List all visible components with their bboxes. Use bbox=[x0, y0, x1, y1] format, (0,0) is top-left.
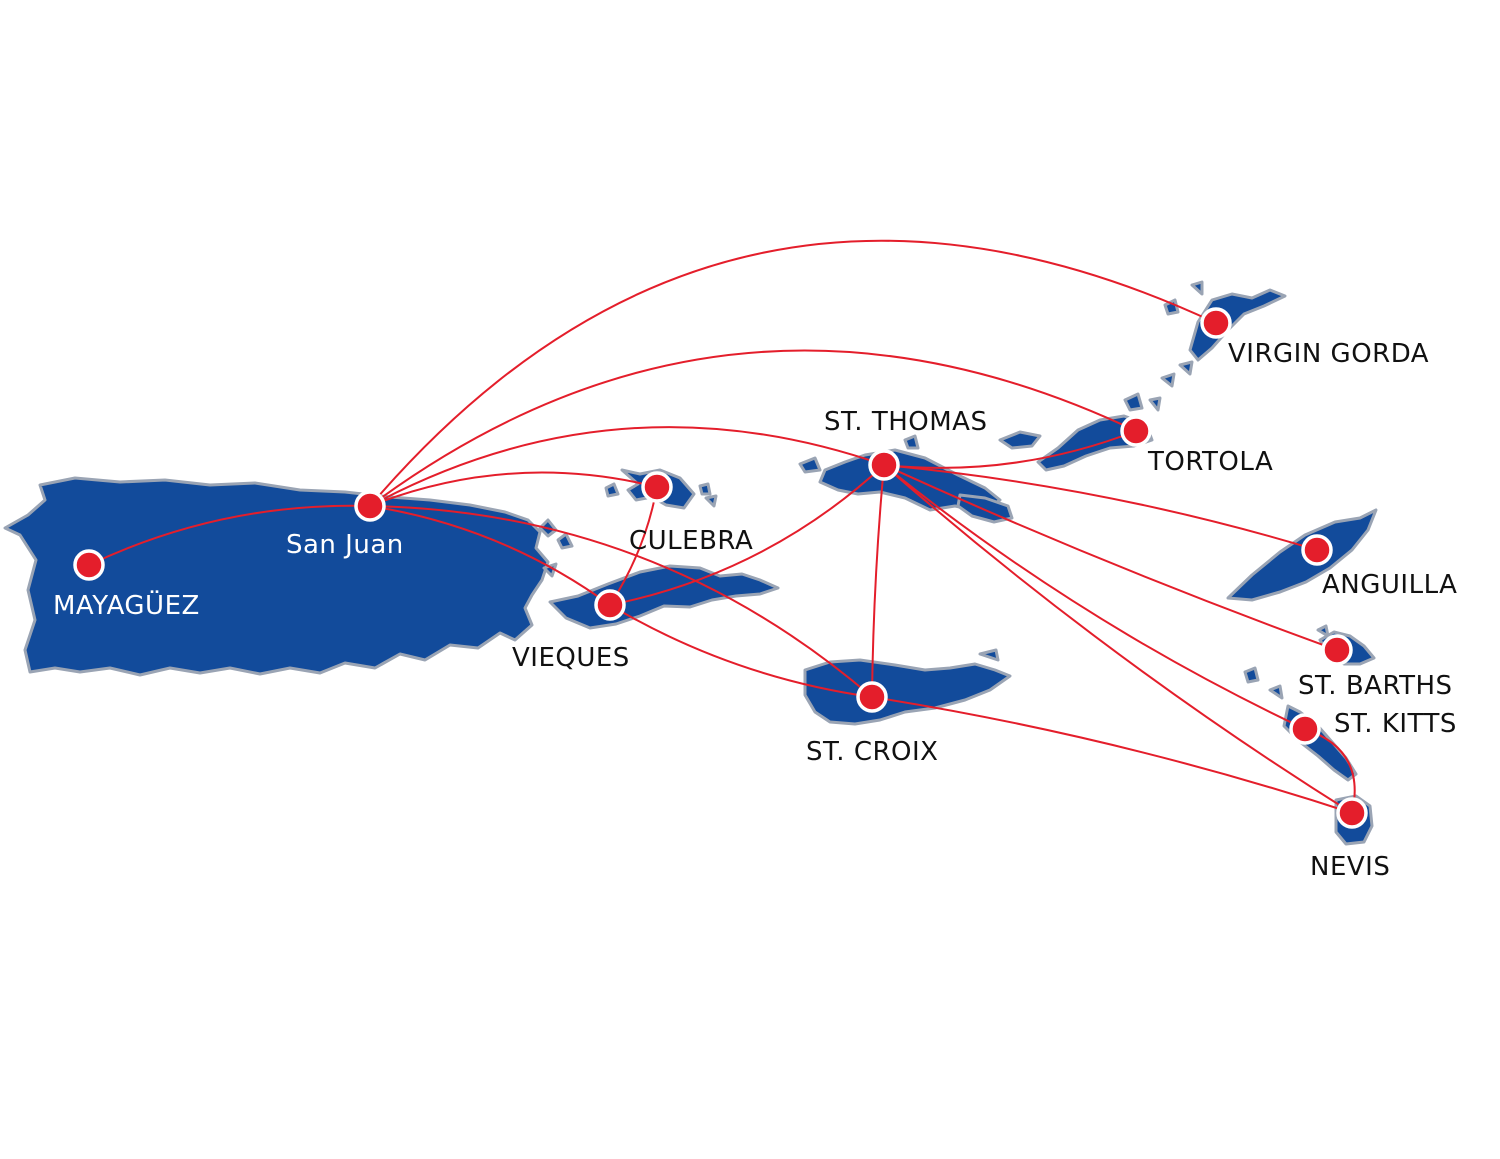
culebra-islet bbox=[698, 482, 712, 496]
marker-mayaguez[interactable] bbox=[73, 549, 105, 581]
virgin-gorda-islet bbox=[1178, 360, 1194, 376]
route-lines bbox=[88, 239, 1356, 814]
st-thomas-islet bbox=[798, 456, 822, 474]
culebra-islet bbox=[704, 494, 718, 508]
virgin-gorda-islet bbox=[1190, 280, 1204, 296]
marker-san-juan[interactable] bbox=[354, 490, 386, 522]
marker-st-thomas[interactable] bbox=[868, 449, 900, 481]
marker-nevis[interactable] bbox=[1336, 797, 1368, 829]
route-line-san-juan-tortola bbox=[369, 349, 1137, 507]
label-virgin-gorda: VIRGIN GORDA bbox=[1228, 339, 1429, 369]
marker-culebra[interactable] bbox=[641, 471, 673, 503]
route-line-st-thomas-nevis bbox=[883, 464, 1353, 814]
st-croix-island bbox=[803, 658, 1012, 726]
route-line-mayaguez-san-juan bbox=[88, 504, 371, 566]
route-line-san-juan-culebra bbox=[369, 471, 658, 507]
route-line-san-juan-vieques bbox=[369, 505, 611, 606]
label-st-thomas: ST. THOMAS bbox=[824, 407, 987, 437]
label-san-juan: San Juan bbox=[286, 530, 404, 560]
marker-virgin-gorda[interactable] bbox=[1200, 307, 1232, 339]
culebra-islet bbox=[604, 482, 620, 498]
route-line-san-juan-st-thomas bbox=[369, 426, 885, 507]
marker-vieques[interactable] bbox=[594, 589, 626, 621]
route-line-st-thomas-st-kitts bbox=[883, 464, 1306, 730]
st-thomas-islet bbox=[903, 434, 920, 450]
marker-st-croix[interactable] bbox=[856, 681, 888, 713]
marker-anguilla[interactable] bbox=[1301, 534, 1333, 566]
st-barths-islet bbox=[1316, 624, 1330, 638]
marker-st-kitts[interactable] bbox=[1289, 713, 1321, 745]
route-line-st-thomas-st-croix bbox=[871, 464, 885, 698]
label-st-barths: ST. BARTHS bbox=[1298, 671, 1453, 701]
marker-st-barths[interactable] bbox=[1321, 634, 1353, 666]
st-kitts-islet bbox=[1243, 666, 1260, 684]
label-nevis: NEVIS bbox=[1310, 852, 1390, 882]
vieques-island bbox=[548, 564, 780, 630]
label-tortola: TORTOLA bbox=[1147, 447, 1273, 477]
route-line-vieques-st-thomas bbox=[609, 464, 885, 606]
route-line-st-thomas-anguilla bbox=[883, 464, 1318, 551]
route-line-san-juan-virgin-gorda bbox=[369, 239, 1217, 507]
marker-tortola[interactable] bbox=[1120, 415, 1152, 447]
route-line-san-juan-st-croix bbox=[369, 505, 873, 698]
tortola-islet bbox=[1148, 396, 1162, 412]
location-markers bbox=[73, 307, 1368, 829]
label-anguilla: ANGUILLA bbox=[1322, 570, 1457, 600]
label-st-kitts: ST. KITTS bbox=[1334, 709, 1457, 739]
label-culebra: CULEBRA bbox=[629, 526, 753, 556]
st-kitts-islet bbox=[1268, 684, 1284, 700]
anguilla-island bbox=[1226, 508, 1378, 602]
label-st-croix: ST. CROIX bbox=[806, 737, 939, 767]
virgin-gorda-islet bbox=[1160, 372, 1176, 388]
virgin-gorda-islet bbox=[1163, 298, 1180, 316]
label-vieques: VIEQUES bbox=[512, 643, 630, 673]
route-line-vieques-st-croix bbox=[609, 604, 873, 698]
route-line-st-thomas-st-barths bbox=[883, 464, 1338, 651]
route-line-st-croix-nevis bbox=[871, 696, 1353, 814]
tortola-islet bbox=[998, 430, 1042, 450]
st-croix-islet bbox=[978, 648, 1000, 662]
label-mayaguez: MAYAGÜEZ bbox=[53, 589, 200, 621]
tortola-islet bbox=[1123, 392, 1144, 412]
labels: MAYAGÜEZ San Juan CULEBRA VIEQUES ST. TH… bbox=[53, 339, 1457, 882]
puerto-rico-islet bbox=[556, 532, 574, 550]
